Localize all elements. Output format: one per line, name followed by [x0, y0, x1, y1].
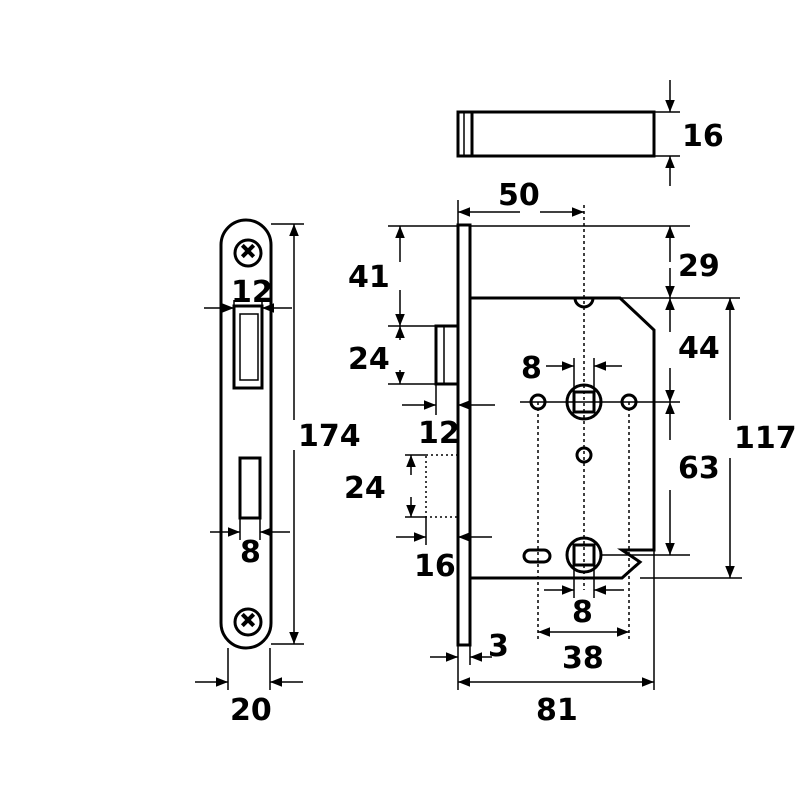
body-top-dimension: 44 — [665, 298, 720, 402]
plate-height-dimension: 174 — [271, 223, 361, 645]
spindle-size-dimension: 8 — [521, 351, 622, 392]
plate-height-label: 174 — [298, 419, 361, 454]
spindle-size-label: 8 — [521, 351, 542, 386]
top-offset-label: 29 — [678, 249, 720, 284]
latch-height-label: 24 — [348, 342, 390, 377]
hole-spacing-label: 38 — [562, 641, 604, 676]
centers-label: 63 — [678, 451, 720, 486]
centers-dimension: 63 — [600, 402, 720, 556]
hole-spacing-dimension: 38 — [538, 627, 629, 676]
slot-width-label: 8 — [240, 535, 261, 570]
bolt-depth-dimension: 16 — [396, 517, 492, 584]
top-screw-icon — [233, 238, 263, 268]
plate-slot-width-dimension: 12 — [204, 275, 292, 316]
body-depth-label: 81 — [536, 693, 578, 728]
strike-height-label: 16 — [682, 119, 724, 154]
strike-plate — [456, 110, 656, 158]
total-height-label: 117 — [734, 421, 797, 456]
latch-top-label: 41 — [348, 260, 390, 295]
latch-height-dimension: 24 — [348, 326, 436, 385]
bolt-height-label: 24 — [344, 471, 386, 506]
body-top-label: 44 — [678, 331, 720, 366]
thumb-size-dimension: 8 — [544, 565, 624, 630]
backset-dimension: 50 — [457, 178, 584, 225]
plate-thickness-label: 3 — [488, 629, 509, 664]
latch-depth-dimension: 12 — [402, 384, 495, 451]
plate-slot-width-label: 12 — [231, 275, 273, 310]
spindle-hub — [529, 383, 638, 464]
lock-body — [425, 205, 680, 647]
latch-top-dimension: 41 — [348, 225, 458, 327]
slot-width-dimension: 8 — [210, 518, 290, 570]
thumb-size-label: 8 — [572, 595, 593, 630]
latch-depth-label: 12 — [418, 416, 460, 451]
top-offset-dimension: 29 — [470, 225, 740, 299]
plate-width-dimension: 20 — [195, 648, 303, 728]
bolt-height-dimension: 24 — [344, 454, 426, 518]
bolt-depth-label: 16 — [414, 549, 456, 584]
thumbturn-hub — [522, 536, 603, 574]
plate-width-label: 20 — [230, 693, 272, 728]
bottom-screw-icon — [233, 607, 263, 637]
faceplate — [219, 218, 273, 650]
strike-height-dimension: 16 — [654, 80, 724, 186]
backset-label: 50 — [498, 178, 540, 213]
body-depth-dimension: 81 — [458, 550, 655, 728]
total-height-dimension: 117 — [640, 298, 797, 579]
